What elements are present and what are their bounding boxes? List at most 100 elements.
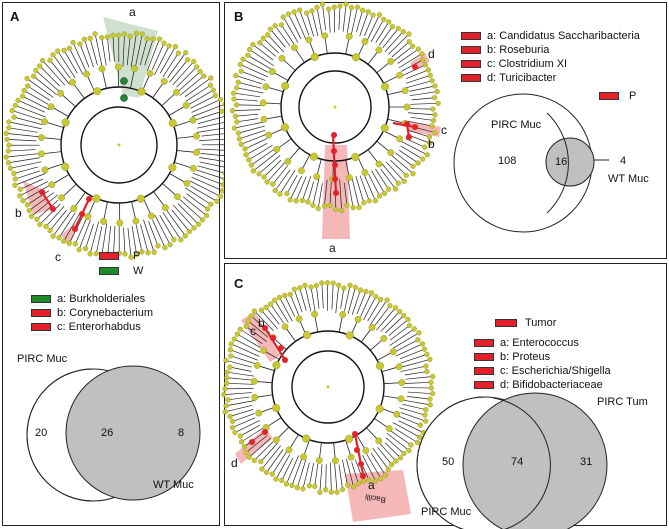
taxon-name-a: Burkholderiales: [69, 293, 146, 305]
group-label-p: P: [133, 250, 141, 262]
group-swatch-tumor: [495, 319, 517, 327]
taxon-swatch-a: [461, 32, 481, 40]
venn-left-count: 108: [498, 155, 517, 167]
group-swatch-p: [99, 252, 119, 260]
node-highlight-b: [39, 189, 45, 195]
taxon-key-a: a: [500, 337, 507, 349]
taxon-key-a: a: [57, 293, 64, 305]
taxon-name-a: Enterococcus: [512, 337, 579, 349]
taxon-legend-d: d: Bifidobacteriaceae: [474, 379, 603, 391]
venn-right-label: WT Muc: [153, 479, 194, 491]
taxon-key-d: d: [500, 379, 507, 391]
panel-label: C: [234, 276, 244, 291]
taxon-legend-a: a: Candidatus Saccharibacteria: [461, 30, 640, 42]
taxon-swatch-b: [31, 309, 51, 317]
cladogram-c: [221, 280, 436, 522]
venn-shared-count: 74: [511, 456, 524, 468]
group-label-tumor: Tumor: [525, 317, 557, 329]
node-highlight-d: [412, 64, 418, 70]
venn-left-label: PIRC Muc: [17, 353, 68, 365]
group-label-w: W: [133, 265, 144, 277]
venn-shared-count: 26: [101, 427, 114, 439]
venn-right-count: 31: [580, 456, 593, 468]
taxon-key-c: c: [500, 365, 506, 377]
taxon-swatch-a: [474, 339, 494, 347]
venn-right-count: 4: [620, 155, 627, 167]
branch-highlight-c: [392, 121, 416, 129]
tree-nodes-b: [229, 1, 441, 214]
branch-highlight-b: [41, 191, 54, 210]
venn-shared-count: 16: [555, 156, 568, 168]
taxon-name-b: Roseburia: [499, 44, 550, 56]
venn-b: [453, 93, 609, 233]
taxon-name-c: Enterorhabdus: [68, 321, 141, 333]
taxon-name-b: Corynebacterium: [69, 307, 154, 319]
venn-right-count: 8: [178, 427, 185, 439]
clade-label-a: a: [368, 478, 375, 492]
venn-circle-right: [462, 392, 608, 529]
taxon-key-d: d: [487, 72, 494, 84]
taxon-key-a: a: [487, 30, 494, 42]
clade-label-a: a: [129, 5, 136, 19]
taxon-legend-d: d: Turicibacter: [461, 72, 556, 84]
venn-left-count: 20: [35, 427, 48, 439]
clade-label-a: a: [329, 241, 336, 255]
panel-a: A a b c P W a: Burkholderiales b: Coryne…: [2, 2, 234, 526]
node-highlight-b2: [50, 206, 56, 212]
taxon-swatch-c: [31, 323, 51, 331]
taxon-legend-b: b: Proteus: [474, 351, 550, 363]
branch-highlight-a: [353, 433, 365, 475]
taxon-swatch-b: [461, 46, 481, 54]
taxon-name-d: Bifidobacteriaceae: [512, 379, 603, 391]
clade-label-b: b: [428, 137, 435, 151]
branch-highlight-b: [264, 327, 286, 361]
group-legend-p: P: [99, 250, 140, 262]
panel-label: B: [234, 9, 244, 24]
clade-label-d: d: [231, 456, 238, 470]
node-highlight-a: [120, 77, 128, 85]
group-swatch-p: [599, 92, 619, 100]
node-highlight-d: [249, 439, 255, 445]
node-highlight-c3: [72, 226, 78, 232]
taxon-swatch-c: [461, 60, 481, 68]
taxon-name-d: Turicibacter: [499, 72, 557, 84]
group-legend-tumor: Tumor: [495, 317, 556, 329]
panel-c: C Bacilli a b c d Tumor a: Enterococcus …: [221, 263, 667, 529]
clade-label-b: b: [258, 316, 265, 330]
taxon-legend-c: c: Clostridium XI: [461, 58, 567, 70]
clade-label-c: c: [55, 250, 61, 264]
cladogram-b: [229, 1, 441, 239]
taxon-key-b: b: [57, 307, 64, 319]
venn-circle-right: [545, 137, 595, 187]
taxon-swatch-c: [474, 367, 494, 375]
taxon-key-c: c: [57, 321, 63, 333]
taxon-key-c: c: [487, 58, 493, 70]
clade-label-c: c: [250, 324, 256, 338]
taxon-swatch-d: [461, 74, 481, 82]
venn-a: [26, 365, 201, 502]
venn-right-label: PIRC Tum: [597, 396, 648, 408]
taxon-swatch-a: [31, 295, 51, 303]
taxon-swatch-d: [474, 381, 494, 389]
taxon-name-a: Candidatus Saccharibacteria: [499, 30, 640, 42]
panel-label: A: [10, 9, 20, 24]
taxon-swatch-b: [474, 353, 494, 361]
node-highlight-c2: [79, 211, 85, 217]
taxon-legend-a: a: Enterococcus: [474, 337, 579, 349]
taxon-legend-b: b: Roseburia: [461, 44, 549, 56]
node-highlight-c: [86, 196, 92, 202]
clade-label-c: c: [441, 123, 447, 137]
highlight-wedge-a: [103, 17, 158, 98]
venn-left-count: 50: [442, 456, 455, 468]
taxon-legend-b: b: Corynebacterium: [31, 307, 153, 319]
venn-left-label: PIRC Muc: [491, 119, 542, 131]
group-legend-p: P: [599, 90, 636, 102]
taxon-legend-a: a: Burkholderiales: [31, 293, 145, 305]
panel-b: B a b c d a: Candidatus Saccharibacteria…: [224, 1, 667, 259]
venn-right-label: WT Muc: [608, 173, 649, 185]
venn-left-label: PIRC Muc: [421, 506, 472, 518]
clade-label-d: d: [428, 47, 435, 61]
node-highlight-a2: [120, 94, 128, 102]
venn-c: [416, 392, 608, 529]
venn-circle-right: [65, 365, 201, 501]
